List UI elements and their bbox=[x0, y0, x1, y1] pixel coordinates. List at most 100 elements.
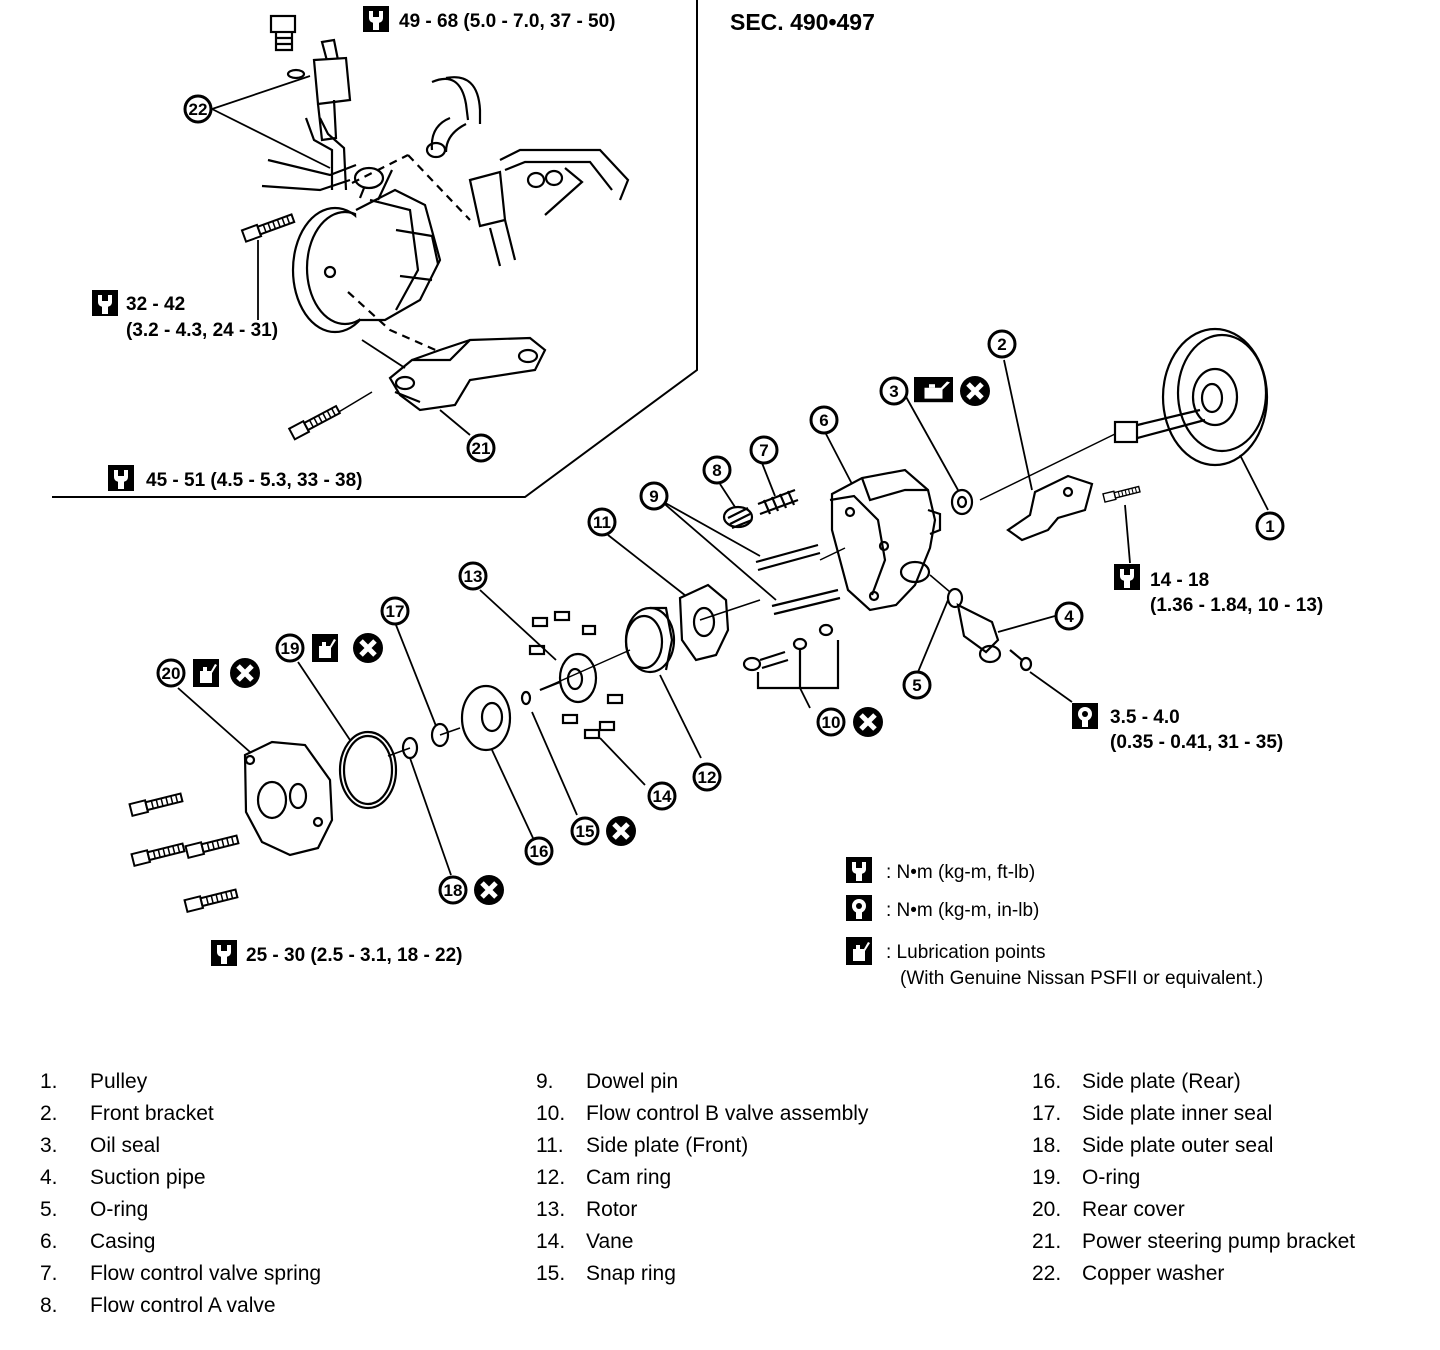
replace-icon bbox=[606, 816, 636, 846]
list-item: 14.Vane bbox=[536, 1230, 634, 1253]
callout-1: 1 bbox=[1255, 511, 1285, 541]
svg-text:: N•m (kg-m, ft-lb): : N•m (kg-m, ft-lb) bbox=[886, 862, 1035, 883]
svg-text:2: 2 bbox=[997, 335, 1006, 354]
list-item: 3.Oil seal bbox=[40, 1134, 161, 1157]
list-item: 13.Rotor bbox=[536, 1198, 638, 1221]
inset-pump-illustration bbox=[254, 14, 630, 429]
oil-seal-icon bbox=[914, 377, 953, 403]
lubrication-icon bbox=[846, 937, 872, 965]
torque-pump-bolt-detail: (3.2 - 4.3, 24 - 31) bbox=[126, 320, 278, 341]
callout-8: 8 bbox=[702, 455, 732, 485]
legend: : N•m (kg-m, ft-lb) : N•m (kg-m, in-lb) … bbox=[846, 857, 1263, 989]
svg-text:6: 6 bbox=[819, 411, 828, 430]
callout-14: 14 bbox=[647, 781, 677, 811]
callout-3: 3 bbox=[879, 376, 909, 406]
list-item: 19.O-ring bbox=[1032, 1166, 1141, 1189]
svg-text:(With Genuine Nissan PSFII or: (With Genuine Nissan PSFII or equivalent… bbox=[900, 968, 1263, 989]
svg-text:13: 13 bbox=[464, 567, 483, 586]
inset-border bbox=[52, 0, 698, 498]
torque-suction-bolt-detail: (0.35 - 0.41, 31 - 35) bbox=[1110, 732, 1283, 753]
svg-text:10: 10 bbox=[822, 713, 841, 732]
torque-wrench-inlb-icon bbox=[846, 895, 872, 921]
callout-6: 6 bbox=[809, 405, 839, 435]
parts-list: 1.Pulley 2.Front bracket 3.Oil seal 4.Su… bbox=[0, 1066, 1440, 1336]
list-item: 22.Copper washer bbox=[1032, 1262, 1225, 1285]
callout-16: 16 bbox=[524, 836, 554, 866]
list-item: 9.Dowel pin bbox=[536, 1070, 679, 1093]
callout-12: 12 bbox=[692, 762, 722, 792]
svg-text:7: 7 bbox=[759, 441, 768, 460]
svg-text:5: 5 bbox=[912, 676, 921, 695]
list-item: 15.Snap ring bbox=[536, 1262, 676, 1285]
svg-text:14: 14 bbox=[653, 787, 672, 806]
list-item: 20.Rear cover bbox=[1032, 1198, 1185, 1221]
replace-icon bbox=[853, 707, 883, 737]
section-number: SEC. 490•497 bbox=[730, 9, 875, 35]
svg-text:8: 8 bbox=[712, 461, 721, 480]
torque-copper-washer: 49 - 68 (5.0 - 7.0, 37 - 50) bbox=[399, 11, 616, 32]
callout-20: 20 bbox=[156, 658, 186, 688]
replace-icon bbox=[474, 875, 504, 905]
torque-wrench-icon bbox=[211, 940, 237, 966]
svg-text:11: 11 bbox=[593, 513, 611, 532]
svg-text:9: 9 bbox=[649, 487, 658, 506]
torque-bracket-bolt: 45 - 51 (4.5 - 5.3, 33 - 38) bbox=[146, 470, 363, 491]
list-item: 12.Cam ring bbox=[536, 1166, 672, 1189]
list-item: 1.Pulley bbox=[40, 1070, 148, 1093]
svg-text:: N•m (kg-m, in-lb): : N•m (kg-m, in-lb) bbox=[886, 900, 1039, 921]
callout-11: 11 bbox=[587, 507, 617, 537]
list-item: 11.Side plate (Front) bbox=[536, 1134, 749, 1157]
exploded-diagram: SEC. 490•497 bbox=[52, 0, 1323, 989]
torque-wrench-icon bbox=[108, 465, 134, 491]
list-item: 17.Side plate inner seal bbox=[1032, 1102, 1273, 1125]
torque-wrench-icon bbox=[1114, 564, 1140, 590]
list-item: 16.Side plate (Rear) bbox=[1032, 1070, 1241, 1093]
callout-21: 21 bbox=[466, 433, 496, 463]
torque-rear-cover: 25 - 30 (2.5 - 3.1, 18 - 22) bbox=[246, 945, 463, 966]
list-item: 4.Suction pipe bbox=[40, 1166, 206, 1189]
list-item: 10.Flow control B valve assembly bbox=[536, 1102, 869, 1125]
svg-text:21: 21 bbox=[472, 439, 491, 458]
callout-4: 4 bbox=[1054, 601, 1084, 631]
torque-wrench-icon bbox=[92, 290, 118, 316]
svg-text:12: 12 bbox=[698, 768, 717, 787]
replace-icon bbox=[353, 633, 383, 663]
svg-text:22: 22 bbox=[189, 100, 208, 119]
list-item: 2.Front bracket bbox=[40, 1102, 214, 1125]
callout-2: 2 bbox=[987, 329, 1017, 359]
main-pump-illustration bbox=[243, 327, 1269, 857]
parts-column-3: 16.Side plate (Rear) 17.Side plate inner… bbox=[1032, 1066, 1355, 1290]
torque-suction-bolt: 3.5 - 4.0 bbox=[1110, 707, 1180, 728]
parts-column-1: 1.Pulley 2.Front bracket 3.Oil seal 4.Su… bbox=[40, 1066, 321, 1322]
svg-text:15: 15 bbox=[576, 822, 595, 841]
list-item: 6.Casing bbox=[40, 1230, 156, 1253]
svg-text:4: 4 bbox=[1064, 607, 1074, 626]
torque-wrench-icon bbox=[846, 857, 872, 883]
callout-22: 22 bbox=[183, 94, 213, 124]
replace-icon bbox=[960, 376, 990, 406]
lubrication-icon bbox=[312, 634, 338, 662]
callout-15: 15 bbox=[570, 816, 600, 846]
svg-text:18: 18 bbox=[444, 881, 463, 900]
list-item: 18.Side plate outer seal bbox=[1032, 1134, 1274, 1157]
torque-front-bracket-detail: (1.36 - 1.84, 10 - 13) bbox=[1150, 595, 1323, 616]
parts-column-2: 9.Dowel pin 10.Flow control B valve asse… bbox=[536, 1066, 868, 1290]
callout-5: 5 bbox=[902, 670, 932, 700]
torque-wrench-icon bbox=[363, 6, 389, 32]
torque-pump-bolt: 32 - 42 bbox=[126, 294, 185, 315]
callout-17: 17 bbox=[380, 596, 410, 626]
list-item: 21.Power steering pump bracket bbox=[1032, 1230, 1356, 1253]
svg-text:17: 17 bbox=[386, 602, 405, 621]
list-item: 5.O-ring bbox=[40, 1198, 149, 1221]
replace-icon bbox=[230, 658, 260, 688]
svg-text:: Lubrication points: : Lubrication points bbox=[886, 942, 1046, 963]
lubrication-icon bbox=[193, 659, 219, 687]
svg-text:3: 3 bbox=[889, 382, 898, 401]
list-item: 7.Flow control valve spring bbox=[40, 1262, 322, 1285]
svg-text:16: 16 bbox=[530, 842, 549, 861]
svg-text:19: 19 bbox=[281, 639, 300, 658]
list-item: 8.Flow control A valve bbox=[40, 1294, 276, 1317]
callout-19: 19 bbox=[275, 633, 305, 663]
torque-wrench-inlb-icon bbox=[1072, 703, 1098, 729]
svg-text:1: 1 bbox=[1265, 517, 1274, 536]
